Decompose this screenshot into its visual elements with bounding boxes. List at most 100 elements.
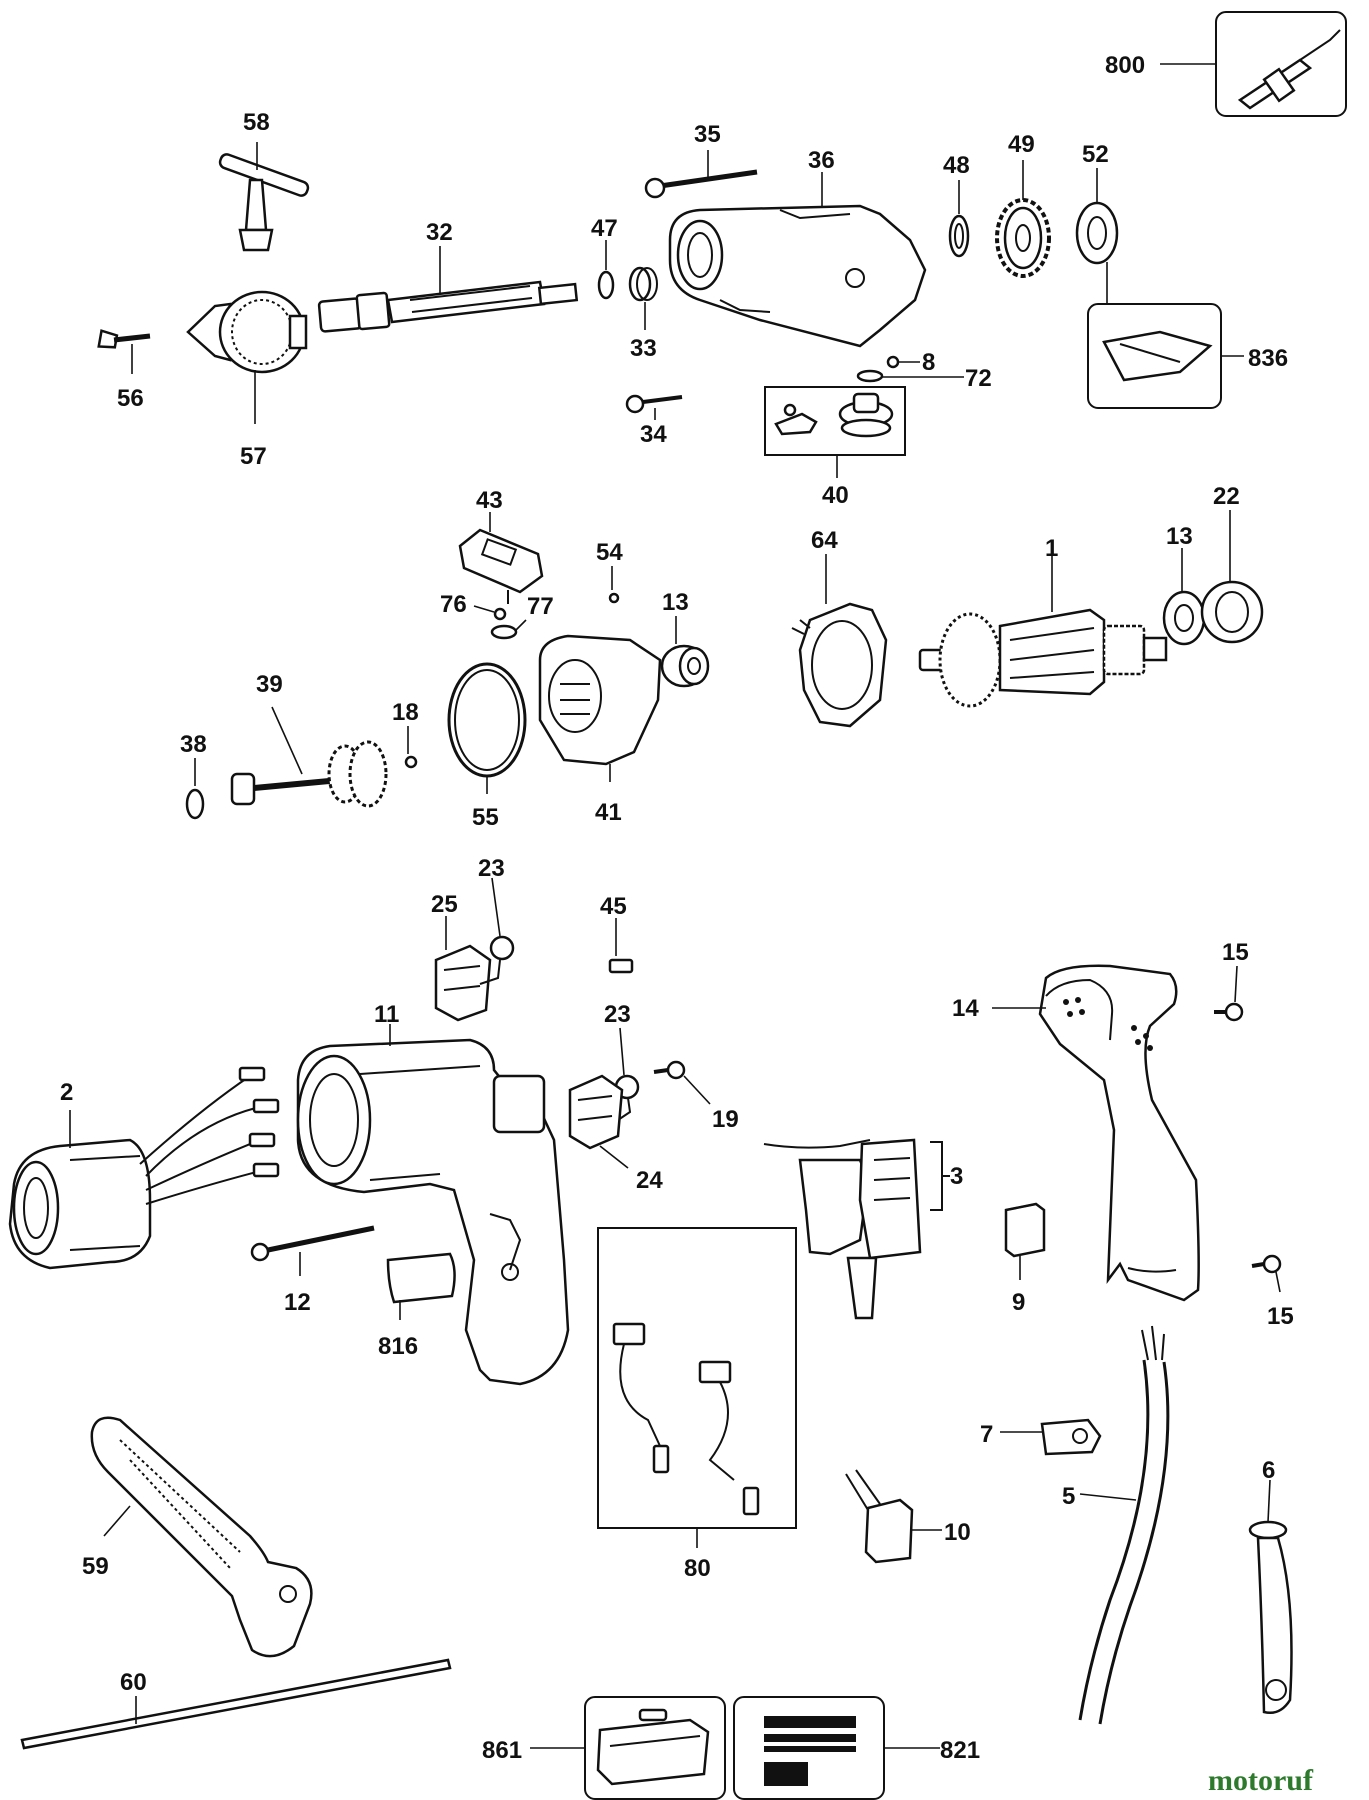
- label-49: 49: [1008, 131, 1035, 158]
- part-3-switch: [763, 1138, 950, 1320]
- label-24: 24: [636, 1167, 663, 1194]
- part-35-screw: [644, 150, 758, 199]
- part-47-washer: [597, 240, 615, 300]
- label-12: 12: [284, 1289, 311, 1316]
- label-38: 38: [180, 731, 207, 758]
- part-32-spindle: [317, 246, 579, 333]
- label-35: 35: [694, 121, 721, 148]
- part-15-screw-lower: [1251, 1254, 1282, 1293]
- part-36-gear-housing: [668, 172, 927, 348]
- label-33: 33: [630, 335, 657, 362]
- label-54: 54: [596, 539, 623, 566]
- part-12-screw: [250, 1225, 375, 1276]
- label-10: 10: [944, 1519, 971, 1546]
- part-22-seal: [1200, 510, 1264, 644]
- label-23-upper: 23: [478, 855, 505, 882]
- part-60-depth-rod: [20, 1658, 452, 1750]
- part-25-brush-holder: [434, 916, 492, 1022]
- label-76: 76: [440, 591, 467, 618]
- label-32: 32: [426, 219, 453, 246]
- part-39-shaft: [230, 706, 388, 808]
- part-800-grease-gun: [1160, 11, 1347, 117]
- part-72-washer: [856, 369, 964, 383]
- label-19: 19: [712, 1106, 739, 1133]
- label-7: 7: [980, 1421, 993, 1448]
- label-64: 64: [811, 527, 838, 554]
- part-19-screw: [653, 1060, 711, 1105]
- label-821: 821: [940, 1737, 980, 1764]
- label-11: 11: [374, 1001, 399, 1028]
- part-43-plate: [458, 512, 544, 604]
- label-816: 816: [378, 1333, 418, 1360]
- label-58: 58: [243, 109, 270, 136]
- part-821-label-plate: [733, 1696, 940, 1800]
- part-41-gearcase: [538, 634, 662, 782]
- label-25: 25: [431, 891, 458, 918]
- label-80: 80: [684, 1555, 711, 1582]
- label-13-right: 13: [1166, 523, 1193, 550]
- part-33-spring: [628, 266, 658, 330]
- label-59: 59: [82, 1553, 109, 1580]
- label-9: 9: [1012, 1289, 1025, 1316]
- part-836-kit: [1087, 303, 1244, 409]
- part-7-cable-clamp: [1000, 1418, 1102, 1456]
- label-47: 47: [591, 215, 618, 242]
- label-5: 5: [1062, 1483, 1075, 1510]
- label-72: 72: [965, 365, 992, 392]
- label-836: 836: [1248, 345, 1288, 372]
- watermark-logo: motoruf: [1208, 1764, 1314, 1797]
- part-9-block: [1004, 1202, 1046, 1280]
- part-57-chuck: [186, 290, 308, 424]
- label-60: 60: [120, 1669, 147, 1696]
- label-6: 6: [1262, 1457, 1275, 1484]
- part-2-field: [8, 1066, 280, 1270]
- label-39: 39: [256, 671, 283, 698]
- label-1: 1: [1045, 535, 1058, 562]
- part-13-bearing-right: [1162, 548, 1206, 646]
- label-43: 43: [476, 487, 503, 514]
- label-45: 45: [600, 893, 627, 920]
- part-77-washer: [490, 619, 527, 640]
- label-34: 34: [640, 421, 667, 448]
- part-76-screw: [473, 605, 507, 621]
- part-55-o-ring: [447, 662, 527, 794]
- label-13-left: 13: [662, 589, 689, 616]
- label-41: 41: [595, 799, 622, 826]
- part-52-bearing: [1075, 168, 1119, 304]
- part-23-spring-upper: [479, 877, 515, 985]
- part-6-depth-clamp: [1248, 1479, 1293, 1714]
- label-52: 52: [1082, 141, 1109, 168]
- label-15-lower: 15: [1267, 1303, 1294, 1330]
- part-58-chuck-key: [218, 142, 310, 252]
- part-18-ball: [404, 726, 418, 769]
- part-8-pin: [886, 355, 920, 369]
- part-64-baffle: [791, 554, 888, 728]
- part-15-screw-upper: [1214, 965, 1244, 1022]
- label-2: 2: [60, 1079, 73, 1106]
- label-861: 861: [482, 1737, 522, 1764]
- label-55: 55: [472, 804, 499, 831]
- part-59-side-handle: [90, 1416, 313, 1658]
- part-5-cord: [1078, 1325, 1170, 1725]
- part-861-case: [530, 1696, 726, 1800]
- part-49-gear: [995, 160, 1051, 278]
- label-36: 36: [808, 147, 835, 174]
- label-14: 14: [952, 995, 979, 1022]
- label-77: 77: [527, 593, 554, 620]
- label-23-lower: 23: [604, 1001, 631, 1028]
- label-57: 57: [240, 443, 267, 470]
- part-14-handle-half: [992, 964, 1200, 1302]
- part-54-ball: [608, 566, 620, 604]
- part-816-label: [386, 1252, 456, 1320]
- part-40-knob-kit: [764, 386, 906, 478]
- part-48-circlip: [948, 180, 970, 258]
- part-10-suppressor: [845, 1469, 942, 1564]
- part-34-screw: [625, 394, 683, 420]
- part-1-armature: [918, 552, 1168, 708]
- label-800: 800: [1105, 52, 1145, 79]
- part-11-motor-housing: [296, 1024, 570, 1386]
- label-48: 48: [943, 152, 970, 179]
- part-56-screw: [97, 329, 151, 374]
- part-24-brush-holder: [568, 1074, 629, 1169]
